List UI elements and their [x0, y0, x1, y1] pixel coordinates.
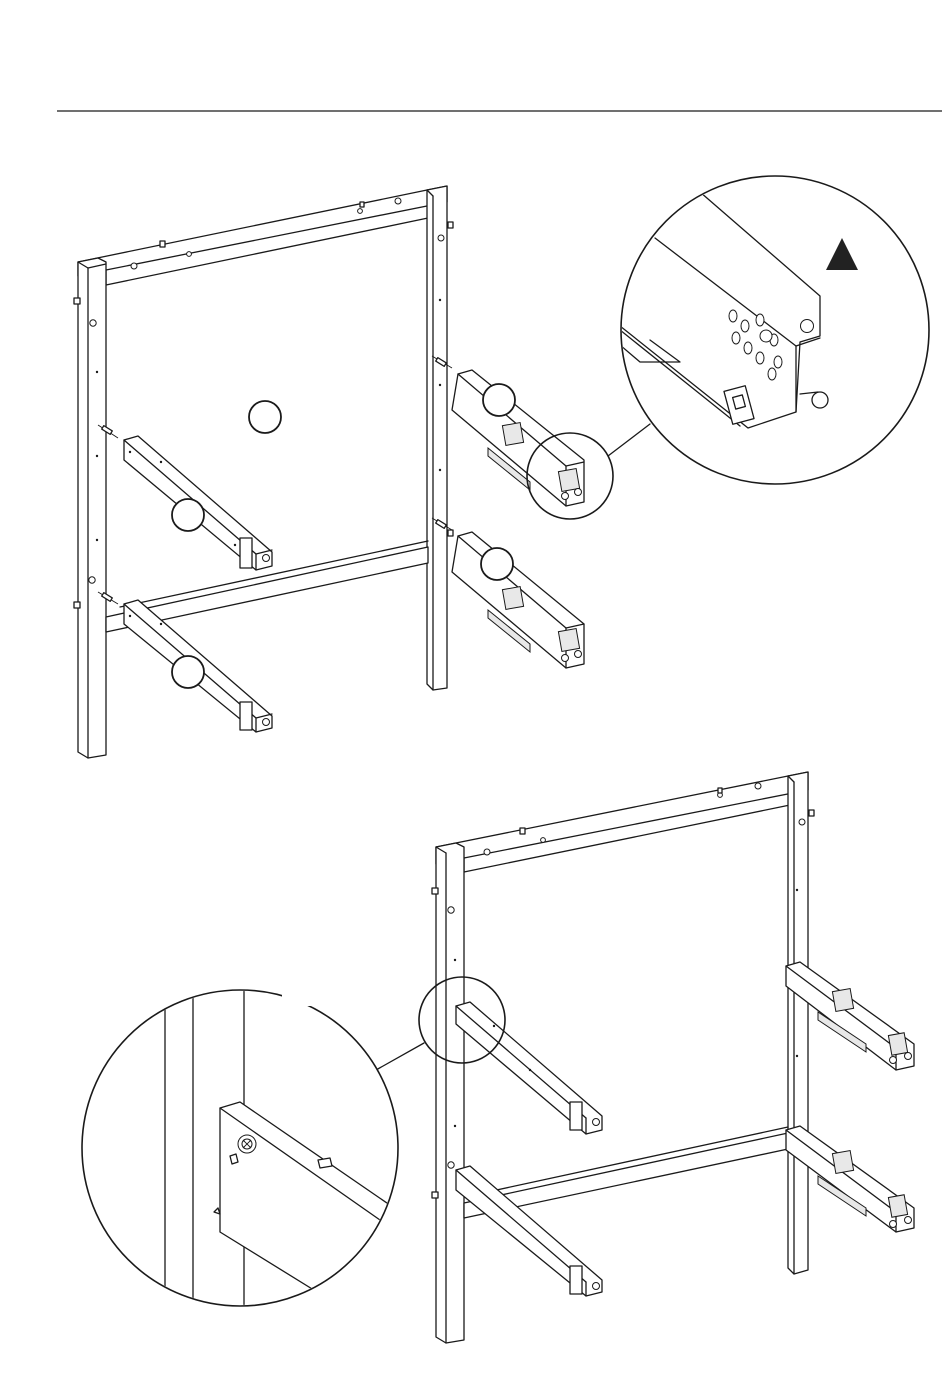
- detail-view-cam-lock: [82, 982, 400, 1310]
- frame2-left-post: [432, 843, 464, 1343]
- step-bubble-left-lower: [172, 656, 204, 688]
- step-1-exploded-view: [74, 176, 929, 758]
- detail-view-rail-end: [600, 176, 929, 484]
- frame2-right-post: [788, 772, 814, 1274]
- detail-leader-line: [608, 424, 650, 456]
- step-2-assembled-view: [82, 772, 914, 1343]
- frame-left-post: [74, 258, 106, 758]
- step-bubble-right-lower: [481, 548, 513, 580]
- frame2-top-rail: [436, 772, 808, 872]
- detail-ring-gap: [282, 982, 340, 1006]
- frame2-rail-left-upper: [456, 1002, 602, 1134]
- step-bubble-center: [249, 401, 281, 433]
- step-bubble-left-upper: [172, 499, 204, 531]
- drawer-rail-right-upper: [452, 370, 584, 506]
- frame-top-rail: [78, 186, 447, 285]
- frame-right-post: [427, 186, 453, 690]
- detail-leader-line-2: [376, 1043, 424, 1070]
- step-bubble-right-upper: [483, 384, 515, 416]
- drawer-rail-right-lower: [452, 532, 584, 668]
